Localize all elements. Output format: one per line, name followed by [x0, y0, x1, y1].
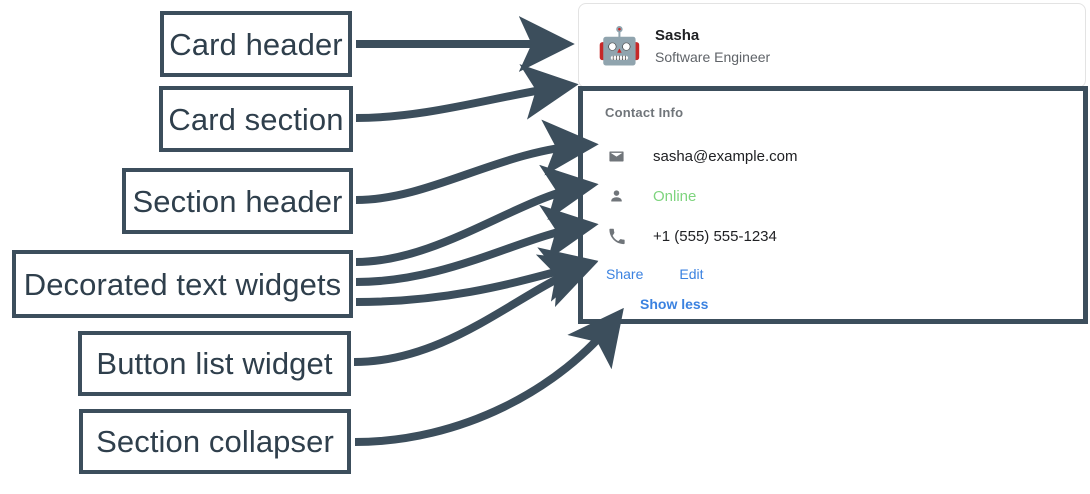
- card-header-subtitle: Software Engineer: [655, 48, 771, 65]
- section-collapser: Show less: [640, 296, 1083, 314]
- phone-icon: [605, 228, 627, 245]
- arrow-decorated-text-2: [355, 204, 599, 286]
- email-icon: [605, 148, 627, 165]
- card-header-title: Sasha: [655, 26, 700, 44]
- callout-button-list: Button list widget: [78, 331, 351, 396]
- edit-button[interactable]: Edit: [679, 266, 704, 282]
- arrow-decorated-text-1: [355, 164, 599, 266]
- decorated-text-status: Online: [653, 187, 697, 205]
- card-section: Contact Info sasha@example.com: [578, 86, 1088, 324]
- arrow-decorated-text-3: [355, 247, 599, 306]
- section-header: Contact Info: [605, 105, 684, 120]
- robot-avatar-icon: 🤖: [597, 24, 642, 66]
- callout-section-header-label: Section header: [132, 183, 343, 219]
- card-section-content: Contact Info sasha@example.com: [583, 91, 1083, 314]
- show-less-button[interactable]: Show less: [640, 296, 709, 312]
- callout-decorated-text: Decorated text widgets: [12, 250, 353, 318]
- decorated-text-row-status: Online: [605, 176, 1083, 216]
- decorated-text-email: sasha@example.com: [653, 147, 798, 165]
- arrow-section-collapser: [354, 307, 624, 446]
- arrow-card-section: [355, 64, 579, 122]
- callout-section-collapser: Section collapser: [79, 409, 351, 474]
- card-header: 🤖 Sasha Software Engineer: [579, 4, 1085, 87]
- decorated-text-row-phone: +1 (555) 555-1234: [605, 216, 1083, 256]
- callout-card-header-label: Card header: [169, 26, 343, 62]
- callout-card-section-label: Card section: [168, 101, 344, 137]
- arrow-button-list: [353, 254, 599, 366]
- callout-card-header: Card header: [160, 11, 352, 77]
- callout-card-section: Card section: [159, 86, 353, 152]
- card-header-text: Sasha Software Engineer: [655, 27, 770, 65]
- person-icon: [605, 188, 627, 205]
- arrow-section-header: [355, 119, 599, 204]
- profile-card: 🤖 Sasha Software Engineer: [578, 3, 1086, 88]
- decorated-text-phone: +1 (555) 555-1234: [653, 227, 777, 245]
- share-button[interactable]: Share: [606, 266, 644, 282]
- callout-decorated-text-label: Decorated text widgets: [23, 266, 342, 302]
- decorated-text-row-email: sasha@example.com: [605, 136, 1083, 176]
- callout-section-collapser-label: Section collapser: [96, 424, 334, 459]
- callout-button-list-label: Button list widget: [96, 346, 333, 381]
- callout-section-header: Section header: [122, 168, 353, 234]
- button-list-widget: Share Edit: [606, 266, 1083, 282]
